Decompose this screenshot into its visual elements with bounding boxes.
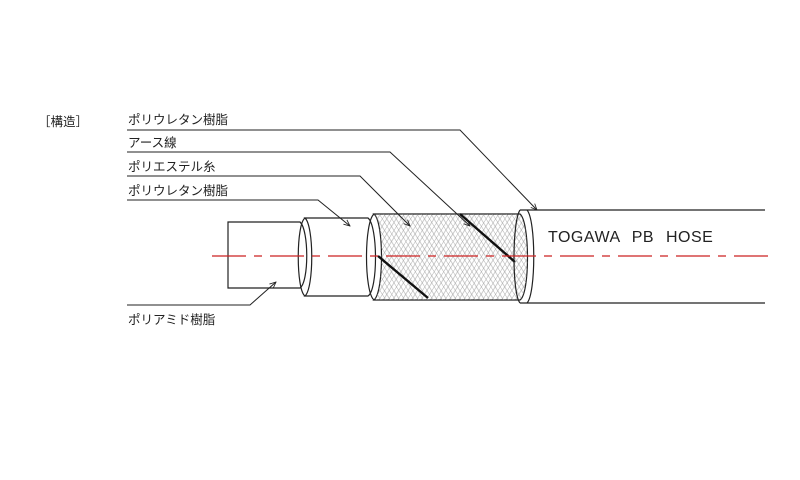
earth-wire-stroke <box>377 255 429 299</box>
polyamide-layer <box>227 221 308 289</box>
label-outer-pu: ポリウレタン樹脂 <box>128 112 228 127</box>
leader-polyamide <box>127 282 276 306</box>
leader-lines <box>127 129 537 306</box>
hose-print-text: TOGAWA PB HOSE <box>548 229 713 246</box>
leader-inner-pu <box>127 199 350 226</box>
structure-heading: ［構造］ <box>38 114 88 129</box>
leader-polyester <box>127 175 410 226</box>
label-earth-wire: アース線 <box>128 135 177 150</box>
inner-pu-layer <box>297 217 377 297</box>
label-polyamide: ポリアミド樹脂 <box>128 312 215 327</box>
outer-pu-jacket <box>513 209 765 304</box>
polyester-braid-layer <box>365 213 529 301</box>
leader-outer-pu <box>127 129 537 210</box>
leader-earth-wire <box>127 151 470 226</box>
label-polyester: ポリエステル糸 <box>128 159 216 174</box>
label-inner-pu: ポリウレタン樹脂 <box>128 183 228 198</box>
